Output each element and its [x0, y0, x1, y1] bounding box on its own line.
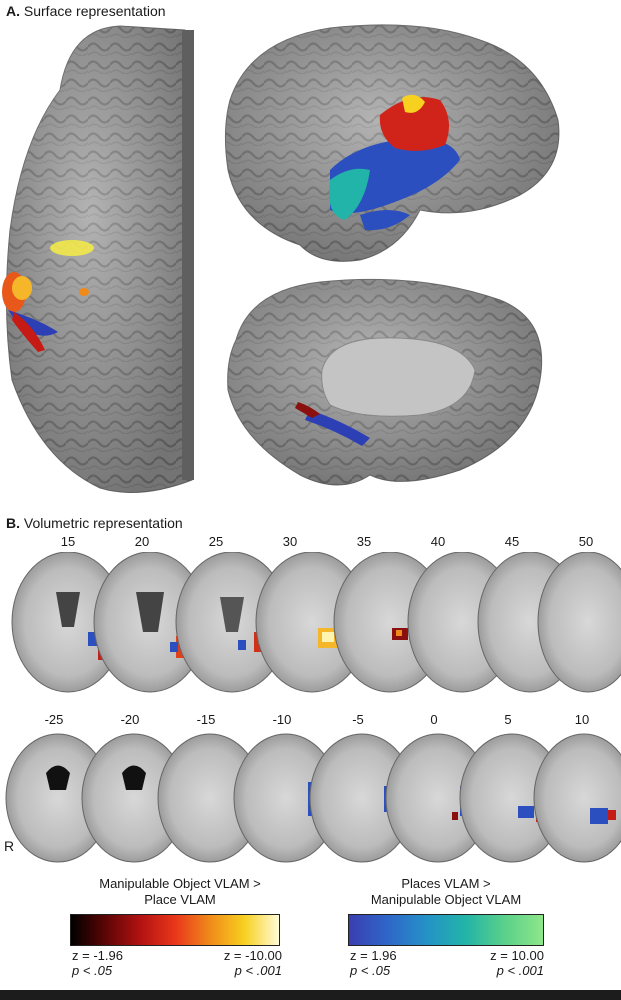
legend-right-low-label: z = 1.96 p < .05	[350, 948, 397, 978]
slice-label: 0	[430, 712, 438, 727]
axial-slices-row-1	[11, 552, 621, 693]
panel-a-heading: A. Surface representation	[6, 3, 166, 19]
bottom-border	[0, 990, 621, 1000]
axial-slice	[93, 552, 207, 693]
slice-label: 30	[282, 534, 298, 549]
slice-label: 25	[208, 534, 224, 549]
axial-slice	[533, 733, 621, 863]
slice-label: 50	[578, 534, 594, 549]
legend-right-title: Places VLAM > Manipulable Object VLAM	[370, 876, 522, 907]
panel-b-heading: B. Volumetric representation	[6, 515, 183, 531]
slice-label: 20	[134, 534, 150, 549]
slice-label: 35	[356, 534, 372, 549]
medial-brain-view	[227, 278, 543, 486]
slice-label: 45	[504, 534, 520, 549]
slice-label: 40	[430, 534, 446, 549]
lateral-brain-view	[224, 24, 560, 262]
surface-brain-figure	[2, 24, 560, 493]
legend-left-colorbar	[70, 914, 280, 946]
slice-label: -10	[272, 712, 292, 727]
slice-label: -5	[352, 712, 364, 727]
ventral-brain-view	[2, 25, 194, 493]
slice-label: -25	[44, 712, 64, 727]
axial-slices-row-2	[5, 733, 621, 863]
slice-label: -20	[120, 712, 140, 727]
legend-right-colorbar	[348, 914, 544, 946]
slice-label: 15	[60, 534, 76, 549]
orientation-label: R	[4, 838, 15, 854]
slice-label: 5	[504, 712, 512, 727]
legend-left-low-label: z = -1.96 p < .05	[72, 948, 123, 978]
slice-label: 10	[574, 712, 590, 727]
axial-slice	[537, 552, 621, 693]
axial-slice	[5, 733, 111, 863]
legend-left-title: Manipulable Object VLAM > Place VLAM	[99, 876, 261, 907]
slice-label: -15	[196, 712, 216, 727]
legend-right-high-label: z = 10.00 p < .001	[490, 948, 544, 978]
legend-left-high-label: z = -10.00 p < .001	[223, 948, 282, 978]
